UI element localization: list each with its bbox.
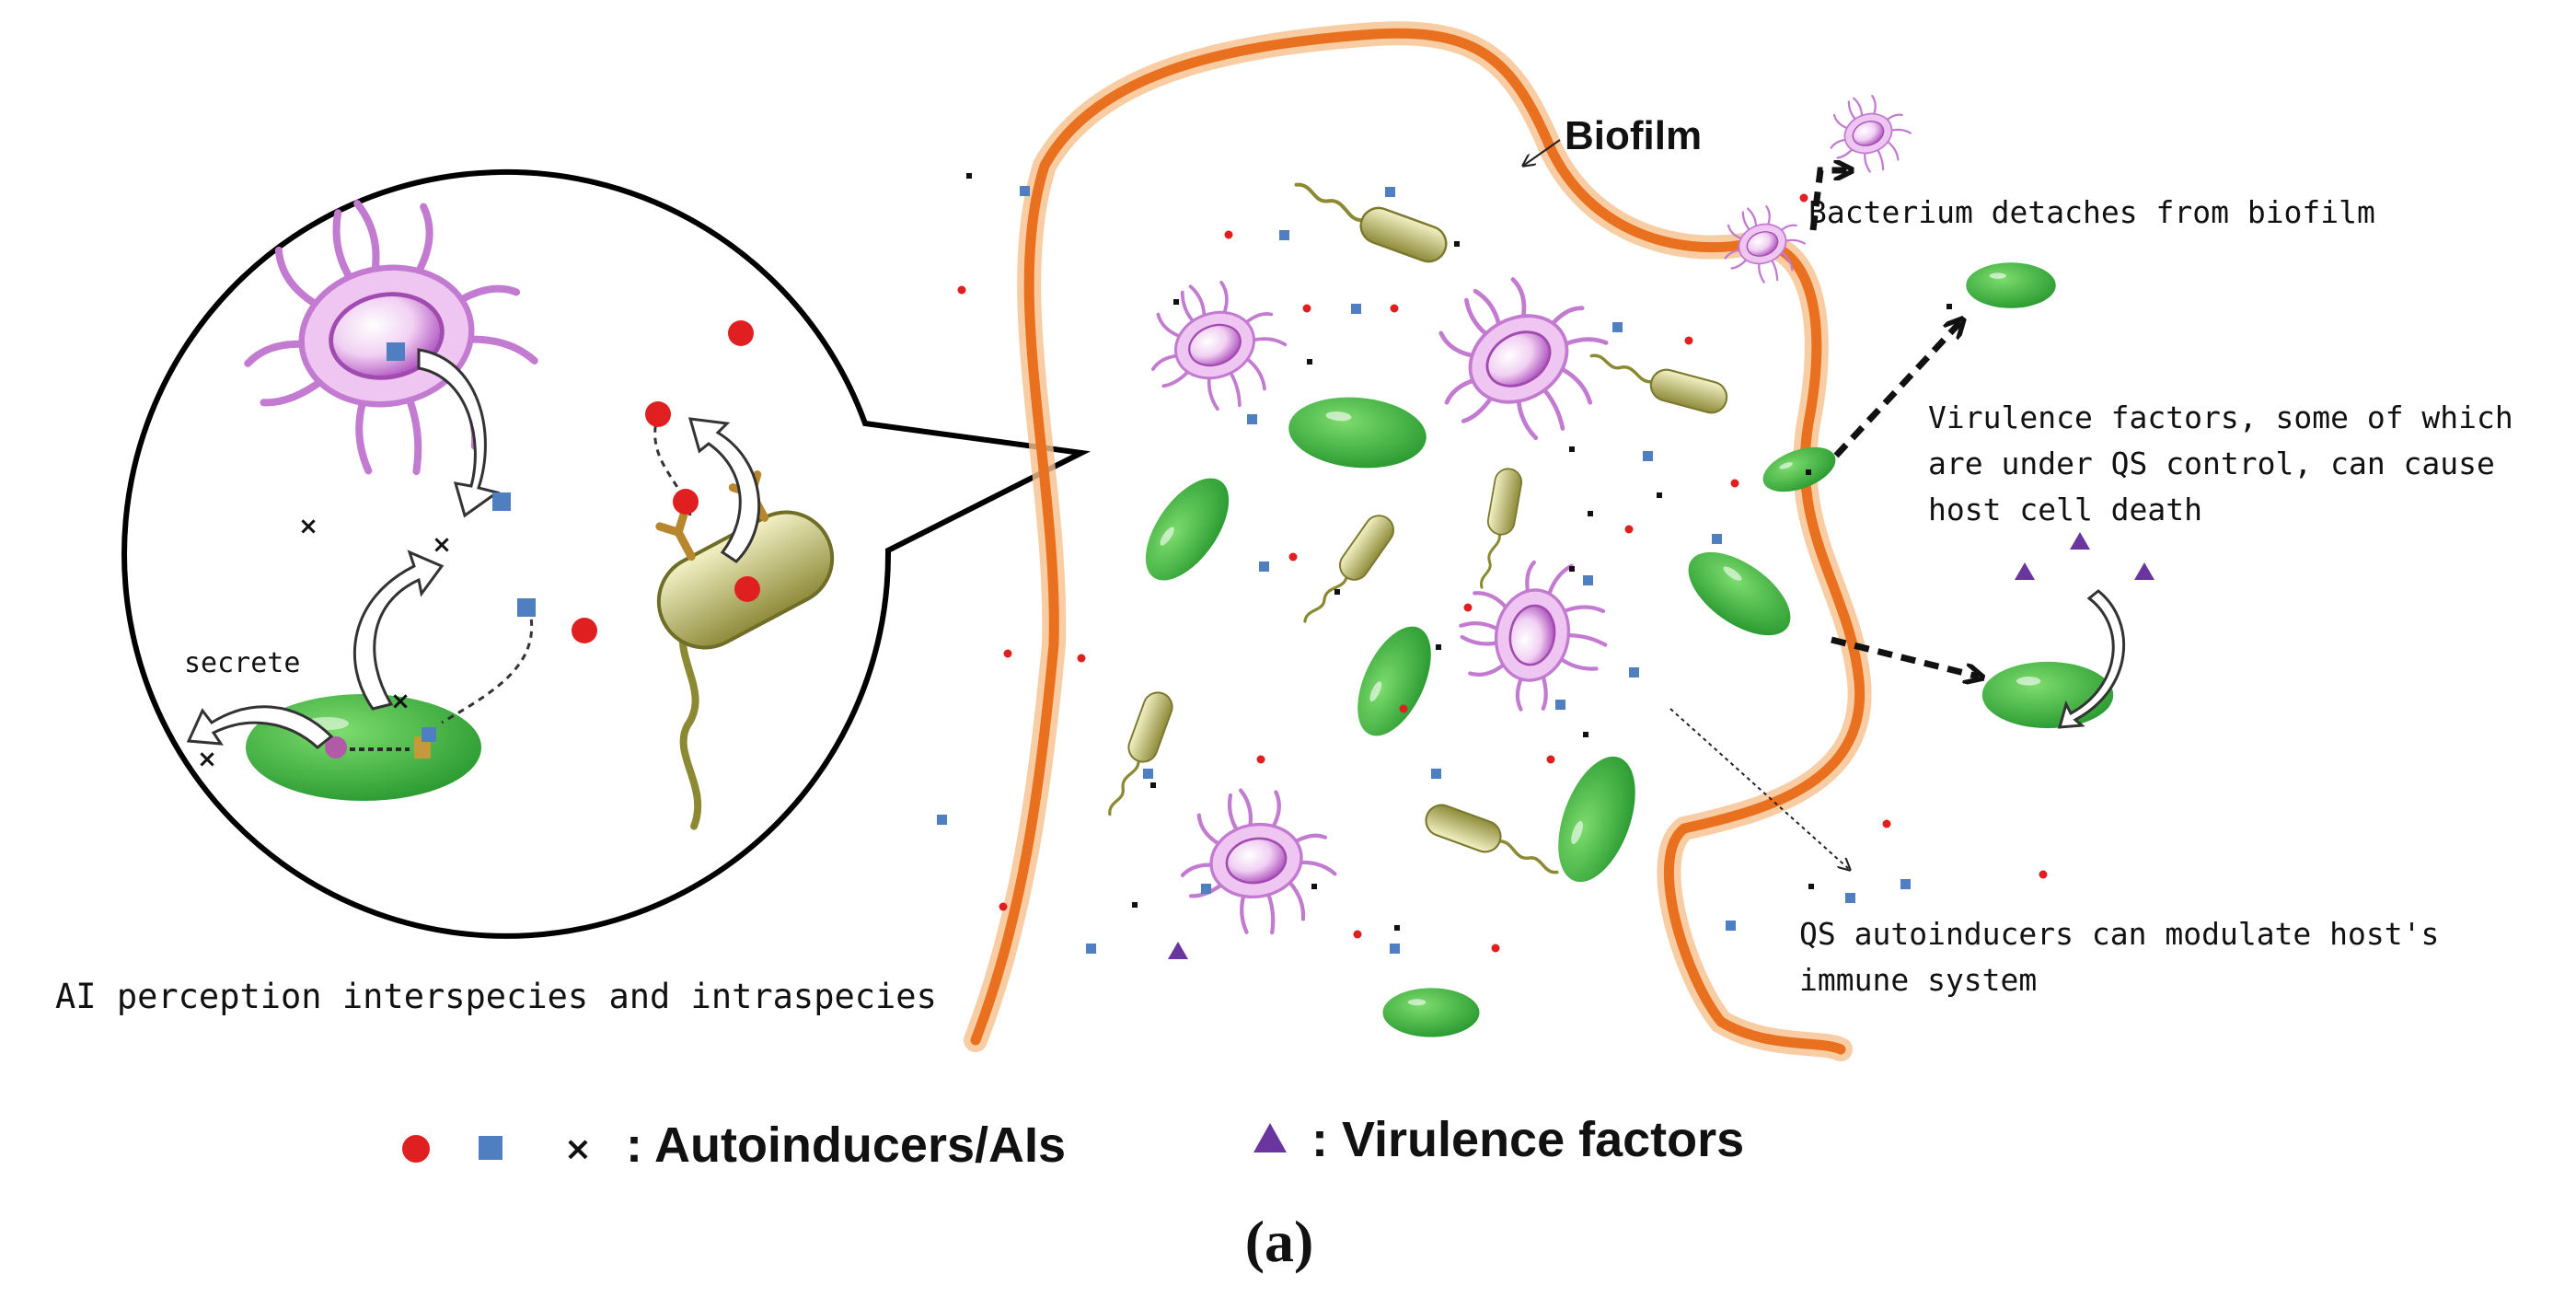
olive-bacterium <box>1287 178 1451 266</box>
dissemination-arrow <box>1831 636 1979 677</box>
immune-label-line1: QS autoinducers can modulate host's <box>1799 916 2439 952</box>
immune-label-line2: immune system <box>1799 962 2037 998</box>
pink-bacterium <box>1128 261 1301 431</box>
dissemination-arrow <box>1833 322 1960 458</box>
legend-virulence-label: : Virulence factors <box>1311 1112 1744 1167</box>
detach-arrow <box>1809 170 1848 231</box>
secrete-label: secrete <box>184 647 300 679</box>
scattered-autoinducers-black <box>966 173 1952 931</box>
green-bacterium <box>1382 988 1480 1037</box>
green-bacterium <box>1542 746 1651 893</box>
svg-text:×: × <box>298 513 318 540</box>
secretion-arrows <box>186 348 761 749</box>
legend-red-circle <box>402 1135 430 1163</box>
olive-bacterium <box>1420 799 1567 880</box>
biofilm-pointer-arrow <box>1523 139 1561 166</box>
virulence-label-line1: Virulence factors, some of which <box>1928 400 2513 435</box>
perception-label: AI perception interspecies and intraspec… <box>55 977 937 1016</box>
green-bacterium <box>1342 615 1447 747</box>
green-bacterium <box>1285 391 1430 474</box>
svg-text:×: × <box>390 688 410 715</box>
scattered-autoinducers-red <box>957 193 2048 953</box>
scattered-virulence-factors <box>1168 532 2154 959</box>
legend-virulence-triangle <box>1253 1123 1287 1152</box>
pink-bacterium <box>1449 549 1618 722</box>
green-bacterium <box>1674 535 1805 653</box>
green-bacterium <box>1128 464 1246 595</box>
legend-x-mark: × <box>564 1130 592 1168</box>
olive-bacterium <box>1583 348 1732 418</box>
immune-modulation-arrow <box>1669 708 1850 870</box>
arrows <box>1523 139 2125 870</box>
legend-blue-square <box>479 1136 502 1160</box>
autoinducer-x: × × × × <box>197 513 452 773</box>
green-bacterium <box>1966 262 2056 308</box>
virulence-curved-arrow <box>2057 589 2125 729</box>
virulence-label-line2: are under QS control, can cause <box>1928 446 2495 481</box>
biofilm-boundary-glow <box>964 21 1872 1061</box>
olive-bacterium <box>1298 508 1401 636</box>
olive-bacterium <box>1474 465 1525 593</box>
dashed-connector <box>441 607 534 724</box>
magnified-view: × × × × secrete <box>121 168 1091 939</box>
legend: × : Autoinducers/AIs : Virulence factors <box>402 1112 1744 1173</box>
pink-bacterium <box>1170 777 1343 946</box>
pink-bacterium <box>1405 248 1632 472</box>
autoinducer-red <box>572 320 760 643</box>
scattered-autoinducers-blue <box>937 186 1911 954</box>
legend-autoinducers-label: : Autoinducers/AIs <box>626 1118 1066 1173</box>
olive-bacterium <box>1103 687 1178 824</box>
panel-label: (a) <box>1245 1209 1314 1274</box>
svg-text:×: × <box>197 746 217 773</box>
biofilm-label: Biofilm <box>1565 113 1702 158</box>
biofilm-boundary <box>970 28 1866 1055</box>
detach-label: Bacterium detaches from biofilm <box>1808 194 2375 230</box>
virulence-label-line3: host cell death <box>1928 492 2202 527</box>
svg-text:×: × <box>432 531 452 559</box>
autoinducer-blue <box>387 342 536 742</box>
